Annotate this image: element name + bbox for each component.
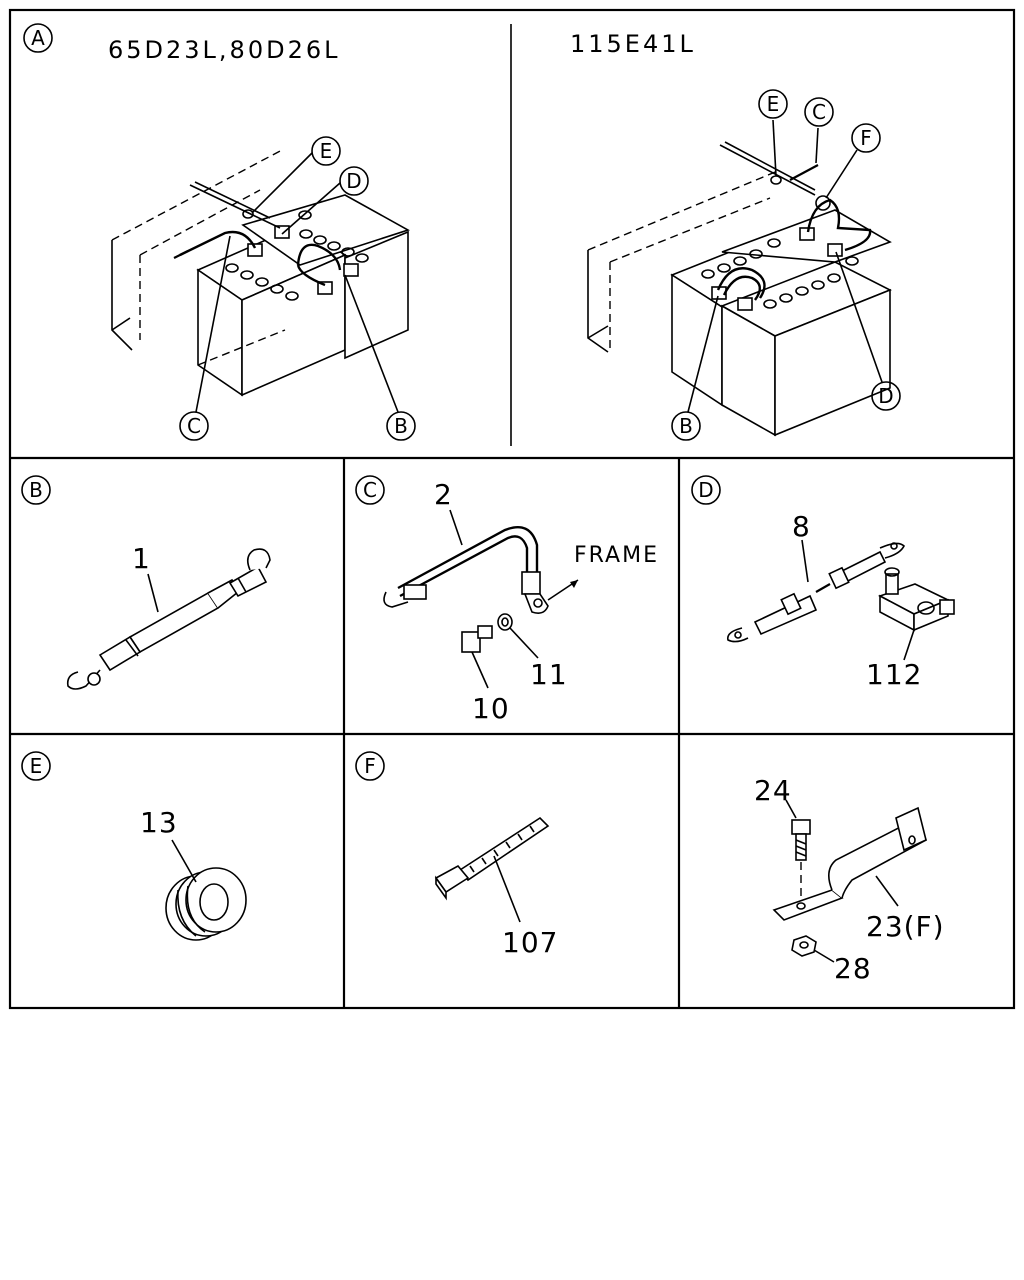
svg-text:E: E xyxy=(30,754,43,778)
panel-b-badge: B xyxy=(21,475,51,505)
terminal-part-112 xyxy=(877,567,955,632)
part-28-leader xyxy=(813,949,835,963)
right-callouts: E C F B D xyxy=(671,89,901,441)
panel-a-badge: A xyxy=(23,23,53,53)
washer-part-11 xyxy=(497,613,513,631)
frame-label: FRAME xyxy=(574,543,659,568)
part-24-label: 24 xyxy=(754,774,792,807)
part-10-leader xyxy=(471,651,489,689)
part-112-label: 112 xyxy=(866,658,922,691)
part-10-label: 10 xyxy=(472,692,510,725)
part-1-leader xyxy=(147,573,159,613)
svg-text:B: B xyxy=(679,414,693,438)
part-107-leader xyxy=(493,855,521,923)
svg-text:C: C xyxy=(363,478,377,502)
panel-c: C FRAME 11 10 2 xyxy=(355,475,659,725)
bolt-part-24 xyxy=(791,819,811,900)
nut-part-28 xyxy=(791,935,817,957)
cable-tie-part-107 xyxy=(434,816,550,901)
right-model-title: 115E41L xyxy=(570,30,696,58)
left-battery-illustration xyxy=(111,149,410,397)
right-battery-illustration xyxy=(587,141,892,437)
part-13-label: 13 xyxy=(140,806,178,839)
svg-text:D: D xyxy=(698,478,713,502)
panel-f-badge: F xyxy=(355,751,385,781)
panel-c-badge: C xyxy=(355,475,385,505)
svg-text:C: C xyxy=(812,100,826,124)
panel-b: B 1 xyxy=(21,475,271,690)
frame-arrow xyxy=(547,579,579,601)
part-1-label: 1 xyxy=(132,542,151,575)
panel-d: D 8 112 xyxy=(691,475,955,691)
svg-text:F: F xyxy=(364,754,376,778)
part-112-leader xyxy=(903,629,915,661)
part-11-label: 11 xyxy=(530,658,568,691)
left-callouts: E D C B xyxy=(179,136,416,441)
panel-a: A 65D23L,80D26L 115E41L xyxy=(23,23,901,441)
part-8-label: 8 xyxy=(792,510,811,543)
grommet-part-13 xyxy=(165,867,247,941)
svg-text:B: B xyxy=(394,414,408,438)
left-model-title: 65D23L,80D26L xyxy=(108,36,341,64)
battery-cable-part-1 xyxy=(66,548,271,690)
part-23f-label: 23(F) xyxy=(866,910,945,943)
panel-d-badge: D xyxy=(691,475,721,505)
part-2-leader xyxy=(449,509,463,546)
svg-text:E: E xyxy=(767,92,780,116)
part-13-leader xyxy=(171,839,197,883)
panel-bracket: 24 23(F) 28 xyxy=(754,774,945,985)
svg-text:E: E xyxy=(320,139,333,163)
panel-f: F 107 xyxy=(355,751,558,959)
ground-cable-part-2 xyxy=(383,525,549,614)
battery-cable-part-8 xyxy=(726,542,905,643)
svg-text:C: C xyxy=(187,414,201,438)
svg-text:B: B xyxy=(29,478,43,502)
svg-text:F: F xyxy=(860,126,872,150)
panel-e: E 13 xyxy=(21,751,247,941)
grid-frame xyxy=(8,8,1016,1010)
svg-text:D: D xyxy=(878,384,893,408)
part-23f-leader xyxy=(875,875,899,907)
part-11-leader xyxy=(509,627,539,659)
part-8-leader xyxy=(801,539,809,583)
part-2-label: 2 xyxy=(434,478,453,511)
panel-e-badge: E xyxy=(21,751,51,781)
bracket-part-23f xyxy=(772,806,927,921)
svg-text:D: D xyxy=(346,169,361,193)
bolt-part-10 xyxy=(461,625,493,653)
part-107-label: 107 xyxy=(502,926,558,959)
part-28-label: 28 xyxy=(834,952,872,985)
svg-text:A: A xyxy=(31,26,45,50)
part-24-leader xyxy=(785,799,797,819)
